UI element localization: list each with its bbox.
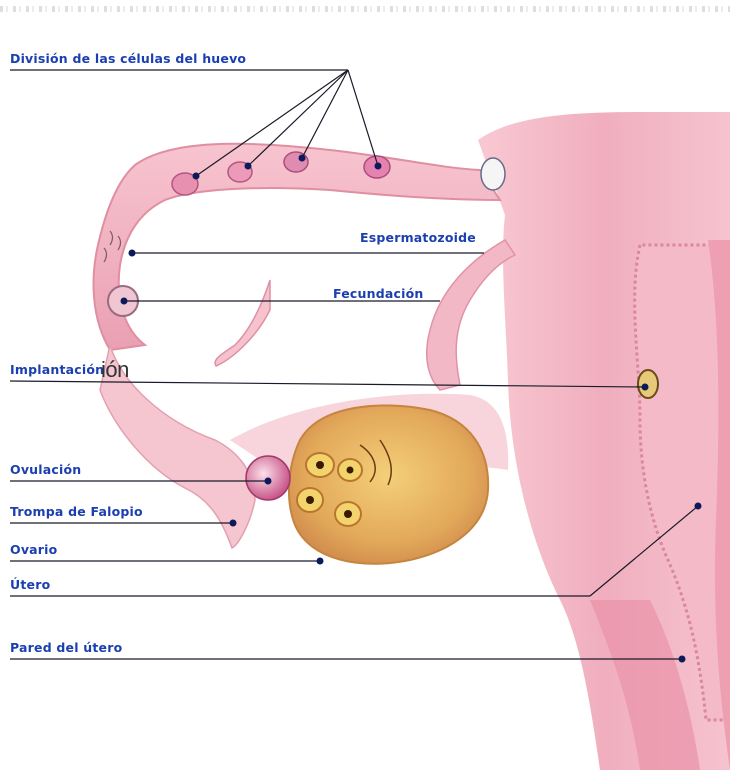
ovarian-ligament [427,240,515,390]
tube-hook [215,280,270,366]
label-utero: Útero [10,578,50,592]
label-implantacion: Implantación [10,363,104,377]
stray-text-fragment: ión [101,358,129,382]
implanted-embryo [638,370,658,398]
label-ovulacion: Ovulación [10,463,81,477]
label-division-celulas: División de las células del huevo [10,52,246,66]
label-pared-utero: Pared del útero [10,641,122,655]
label-trompa-falopio: Trompa de Falopio [10,505,143,519]
label-fecundacion: Fecundación [333,287,423,301]
label-espermatozoide: Espermatozoide [360,231,476,245]
label-ovario: Ovario [10,543,57,557]
